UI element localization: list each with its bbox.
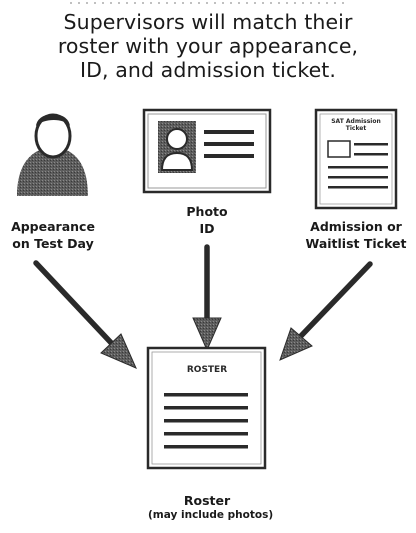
appearance-label: Appearance on Test Day <box>4 218 102 252</box>
photo-id-label-line-2: ID <box>199 221 215 236</box>
headline-line-1: Supervisors will match their <box>63 10 353 34</box>
top-dotted-edge <box>70 2 350 4</box>
ticket-title-line-2: Ticket <box>346 125 367 132</box>
roster-document-icon: ROSTER <box>146 346 267 470</box>
arrow-appearance-to-roster <box>33 260 137 369</box>
headline-line-3: ID, and admission ticket. <box>79 58 337 82</box>
roster-label-title: Roster <box>183 493 231 508</box>
photo-id-card-icon <box>142 108 272 194</box>
headline: Supervisors will match their roster with… <box>0 10 416 82</box>
ticket-title-line-1: SAT Admission <box>331 118 381 125</box>
appearance-label-line-2: on Test Day <box>12 236 94 251</box>
roster-header: ROSTER <box>187 365 227 375</box>
admission-ticket-icon: SAT Admission Ticket <box>314 108 398 210</box>
person-icon <box>17 113 88 196</box>
ticket-label-line-1: Admission or <box>310 219 402 234</box>
appearance-label-line-1: Appearance <box>11 219 95 234</box>
arrow-photo-id-to-roster <box>192 244 222 352</box>
arrow-ticket-to-roster <box>279 261 373 361</box>
roster-label: Roster (may include photos) <box>148 493 274 522</box>
headline-line-2: roster with your appearance, <box>57 34 359 58</box>
ticket-label: Admission or Waitlist Ticket <box>300 218 412 252</box>
ticket-label-line-2: Waitlist Ticket <box>305 236 407 251</box>
roster-label-subtitle: (may include photos) <box>148 509 274 521</box>
photo-id-label-line-1: Photo <box>186 204 228 219</box>
photo-id-label: Photo ID <box>158 203 256 237</box>
